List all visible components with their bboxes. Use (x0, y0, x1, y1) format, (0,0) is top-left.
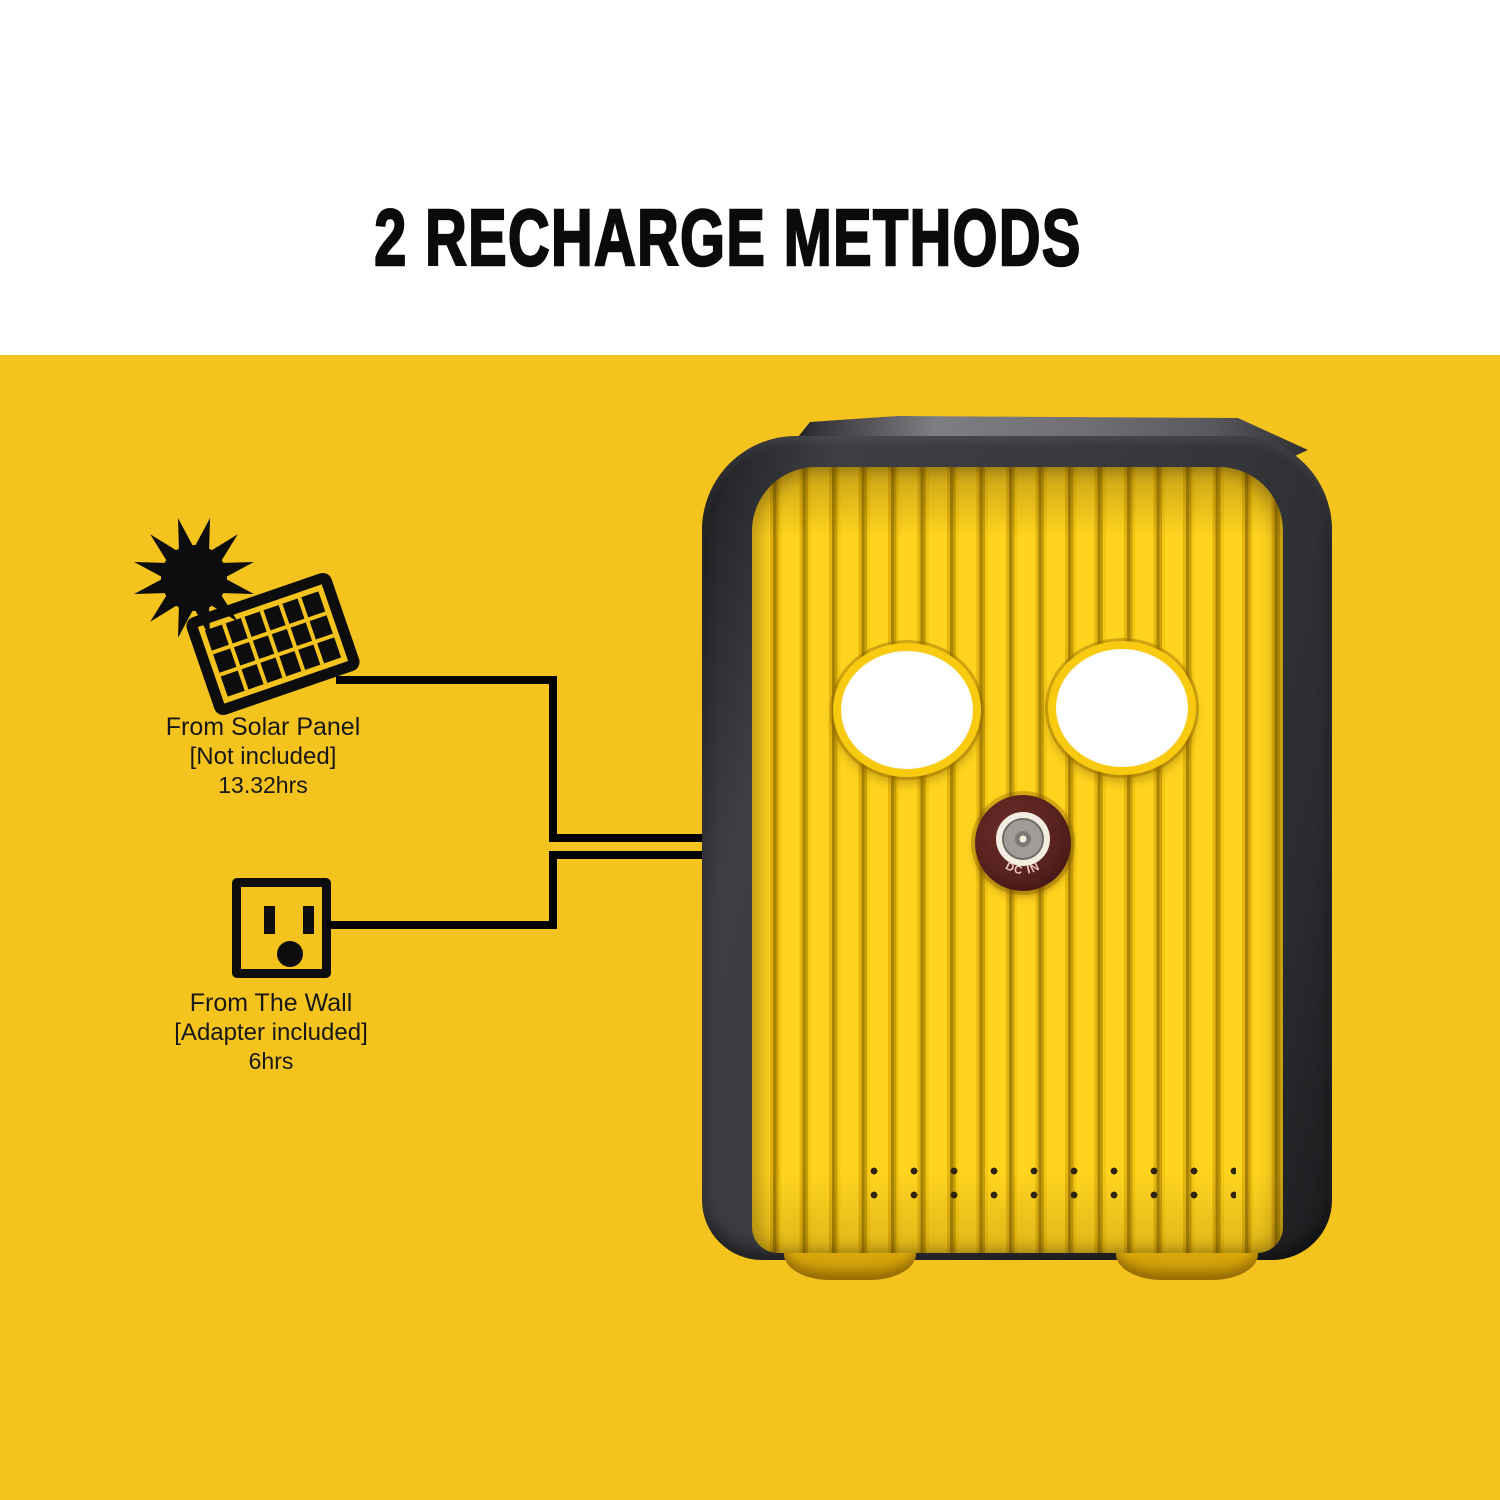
dc-in-port-face: DC IN (996, 812, 1050, 877)
solar-method-label: From Solar Panel (165, 713, 361, 741)
outlet-slot-left (264, 906, 275, 934)
sun-disc (161, 545, 227, 611)
power-station: DC IN (700, 412, 1334, 1286)
wall-outlet-icon (232, 878, 331, 978)
connector-solar-horizontal-1 (336, 676, 557, 684)
outlet-slot-right (303, 906, 314, 934)
panel-frame (186, 572, 360, 716)
page-title: 2 RECHARGE METHODS (373, 193, 1082, 282)
dc-in-port: DC IN (975, 795, 1071, 891)
speaker-left (833, 643, 981, 777)
solar-method-text: From Solar Panel [Not included] 13.32hrs (118, 712, 408, 800)
svg-text:DC IN: DC IN (1003, 860, 1042, 877)
sun-solar-panel-icon (134, 518, 360, 716)
connector-wall-horizontal-1 (327, 921, 557, 929)
wall-method-text: From The Wall [Adapter included] 6hrs (126, 988, 416, 1076)
speaker-right (1048, 641, 1196, 775)
connector-wall-vertical (549, 851, 557, 929)
vent-holes (840, 1155, 1236, 1203)
port-pin (1019, 835, 1027, 843)
solar-method-availability: [Not included] (189, 743, 337, 770)
solar-method-charge-time: 13.32hrs (218, 772, 308, 798)
connector-solar-vertical (549, 676, 557, 842)
wall-method-label: From The Wall (189, 989, 353, 1017)
wall-method-charge-time: 6hrs (248, 1048, 294, 1074)
dc-in-label: DC IN (1003, 860, 1041, 877)
wall-method-availability: [Adapter included] (174, 1019, 368, 1046)
outlet-ground-hole (277, 941, 303, 967)
